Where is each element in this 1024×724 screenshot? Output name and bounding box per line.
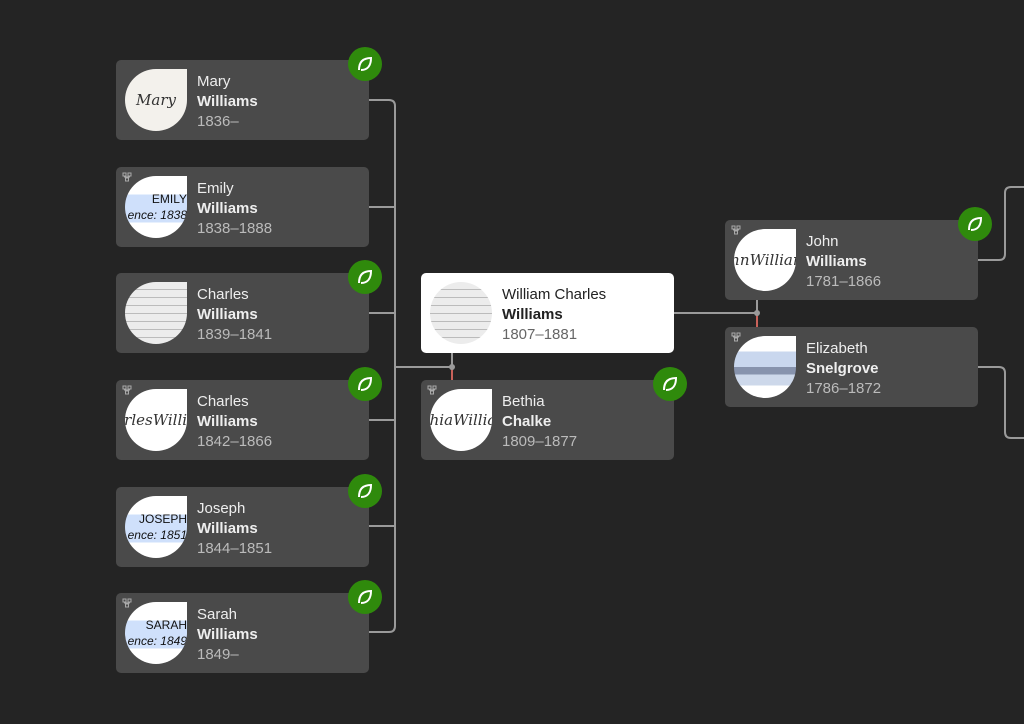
person-photo xyxy=(125,282,187,344)
leaf-icon xyxy=(358,483,373,498)
surname: Williams xyxy=(197,306,258,323)
photo-text: ence: 1851 xyxy=(127,528,187,542)
leaf-icon xyxy=(358,56,373,71)
tree-icon xyxy=(122,598,132,608)
tree-icon xyxy=(122,172,132,182)
person-photo: EMILY ence: 1838 xyxy=(125,176,187,238)
photo-text: JOSEPH xyxy=(138,512,187,526)
photo-text: EMILY xyxy=(151,192,187,206)
given-name: Elizabeth xyxy=(806,340,868,357)
leaf-icon xyxy=(968,216,983,231)
hint-leaf-button[interactable] xyxy=(348,367,382,401)
life-dates: 1809–1877 xyxy=(502,433,578,450)
photo-text: John xyxy=(734,250,750,269)
given-name: Mary xyxy=(197,73,231,90)
given-name: Charles xyxy=(197,286,249,303)
photo-text: Williams xyxy=(749,250,796,269)
life-dates: 1807–1881 xyxy=(502,326,578,343)
photo-text: ence: 1838 xyxy=(127,208,187,222)
tree-icon xyxy=(427,385,437,395)
person-photo: BethiaWilliams xyxy=(430,389,492,451)
hint-leaf-button[interactable] xyxy=(348,580,382,614)
given-name: Charles xyxy=(197,393,249,410)
surname: Williams xyxy=(197,520,258,537)
tree-icon xyxy=(122,385,132,395)
given-name: Joseph xyxy=(197,500,246,517)
life-dates: 1849– xyxy=(197,646,239,663)
given-name: Emily xyxy=(197,180,234,197)
life-dates: 1836– xyxy=(197,113,239,130)
hint-leaf-button[interactable] xyxy=(653,367,687,401)
leaf-icon xyxy=(358,589,373,604)
surname: Williams xyxy=(502,306,563,323)
tree-icon xyxy=(731,225,741,235)
surname: Snelgrove xyxy=(806,360,879,377)
surname: Williams xyxy=(197,93,258,110)
leaf-icon xyxy=(358,269,373,284)
life-dates: 1844–1851 xyxy=(197,540,273,557)
photo-text: Williams xyxy=(152,410,187,429)
life-dates: 1839–1841 xyxy=(197,326,273,343)
life-dates: 1786–1872 xyxy=(806,380,882,397)
photo-text: ence: 1849 xyxy=(127,634,187,648)
leaf-icon xyxy=(663,376,678,391)
life-dates: 1842–1866 xyxy=(197,433,273,450)
person-photo xyxy=(430,282,492,344)
surname: Chalke xyxy=(502,413,552,430)
surname: Williams xyxy=(806,253,867,270)
surname: Williams xyxy=(197,200,258,217)
photo-text: SARAH xyxy=(145,618,187,632)
hint-leaf-button[interactable] xyxy=(348,260,382,294)
person-photo: JOSEPH ence: 1851 xyxy=(125,496,187,558)
leaf-icon xyxy=(358,376,373,391)
hint-leaf-button[interactable] xyxy=(348,47,382,81)
photo-text: Bethia xyxy=(430,410,454,429)
life-dates: 1838–1888 xyxy=(197,220,273,237)
person-photo: SARAH ence: 1849 xyxy=(125,602,187,664)
tree-icon xyxy=(731,332,741,342)
person-photo xyxy=(734,336,796,398)
photo-text: Mary xyxy=(136,90,176,109)
hint-leaf-button[interactable] xyxy=(958,207,992,241)
given-name: John xyxy=(806,233,839,250)
surname: Williams xyxy=(197,626,258,643)
hint-leaf-button[interactable] xyxy=(348,474,382,508)
life-dates: 1781–1866 xyxy=(806,273,882,290)
given-name: William Charles xyxy=(502,286,607,303)
person-photo: Mary xyxy=(125,69,187,131)
photo-text: Charles xyxy=(125,410,153,429)
photo-text: Williams xyxy=(453,410,492,429)
given-name: Bethia xyxy=(502,393,545,410)
surname: Williams xyxy=(197,413,258,430)
given-name: Sarah xyxy=(197,606,238,623)
